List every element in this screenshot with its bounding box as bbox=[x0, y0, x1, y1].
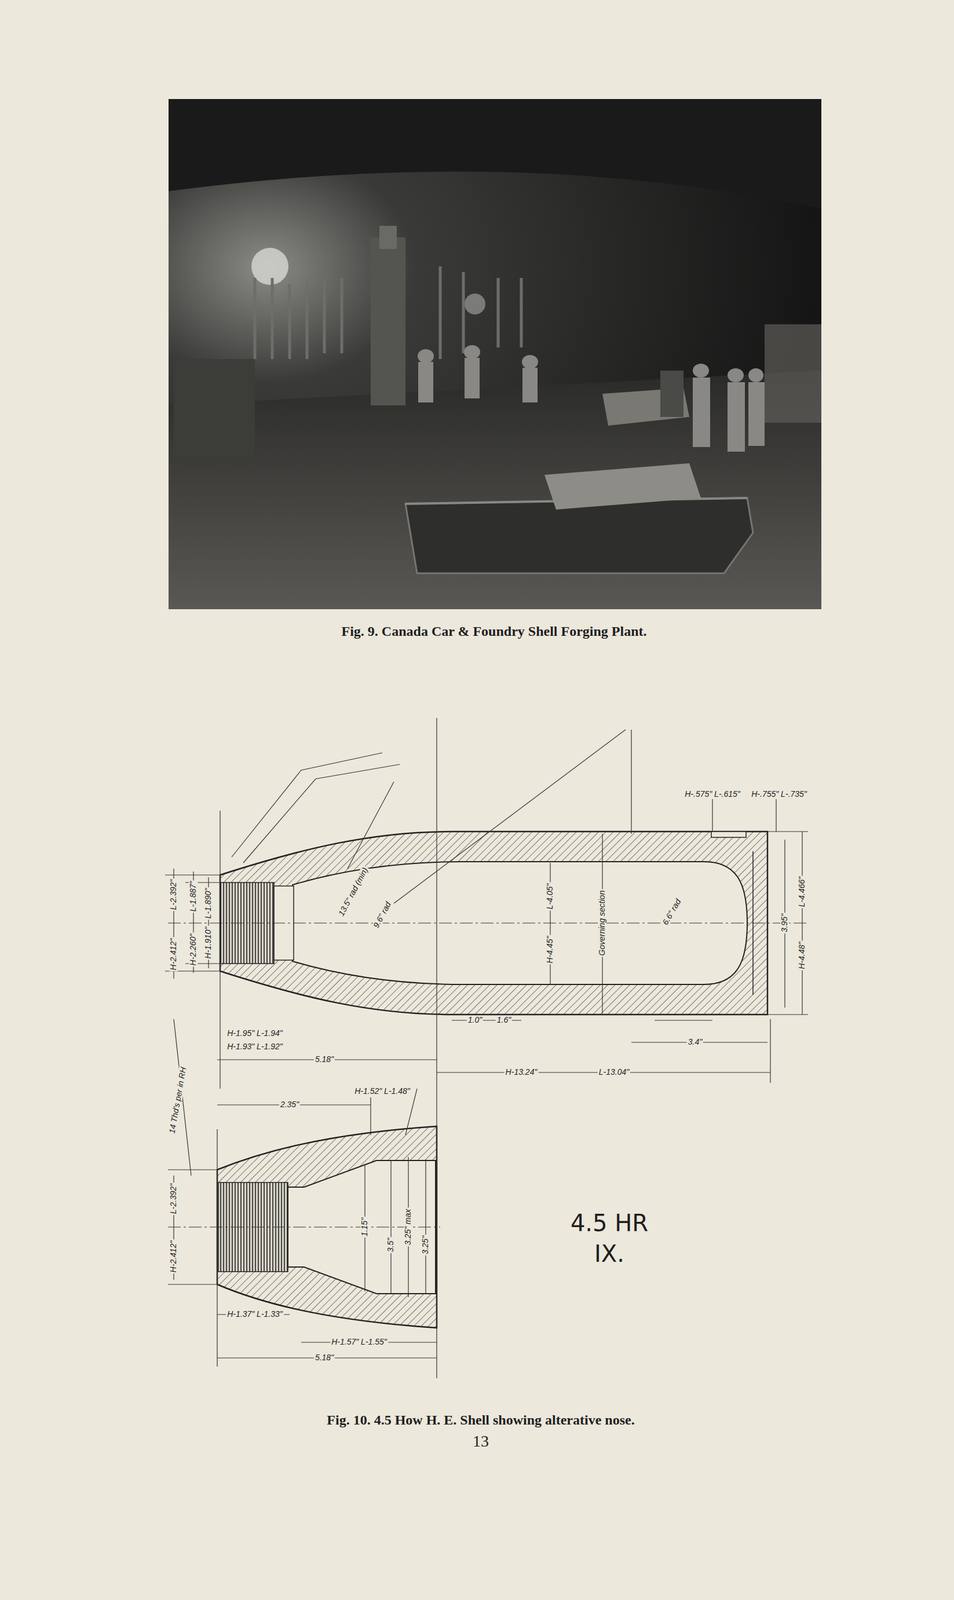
dimension-label: H-4.48" bbox=[797, 941, 807, 971]
dimension-label: H-1.52" L-1.48" bbox=[353, 1087, 412, 1096]
dimension-label: H-2.412" bbox=[169, 937, 178, 972]
forging-plant-photo bbox=[168, 99, 822, 610]
dimension-label: H-1.910" bbox=[203, 926, 213, 961]
dimension-label: H-1.57" L-1.55" bbox=[330, 1338, 389, 1347]
figure-caption: Fig. 9. Canada Car & Foundry Shell Forgi… bbox=[340, 623, 649, 639]
dimension-label: 5.18" bbox=[313, 1055, 335, 1065]
dimension-label: 3.25" bbox=[421, 1234, 430, 1256]
dimension-label: 3.95" bbox=[780, 912, 789, 934]
dimension-label: 5.18" bbox=[313, 1353, 335, 1363]
dimension-label: 14 Thd's per in RH bbox=[167, 1065, 189, 1136]
dimension-label: H-2.260" bbox=[188, 933, 198, 968]
dimension-label: H-1.93" L-1.92" bbox=[225, 1042, 284, 1052]
dimension-label: L-1.890" bbox=[203, 887, 213, 920]
dimension-label: 1.15" bbox=[360, 1216, 369, 1238]
dimension-lines bbox=[165, 718, 809, 1379]
dimension-label: 2.35" bbox=[279, 1100, 301, 1110]
dimension-label: H-.575" L-.615" bbox=[683, 790, 742, 799]
dimension-label: 3.25" max bbox=[403, 1208, 413, 1248]
dimension-label: 1.6" bbox=[495, 1015, 513, 1025]
dimension-label: H-1.37" L-1.33" bbox=[225, 1310, 284, 1319]
alternative-nose-section bbox=[167, 1126, 441, 1329]
dimension-label: L-13.04" bbox=[597, 1068, 631, 1077]
dimension-label: H-2.412" bbox=[169, 1240, 178, 1275]
dimension-label: L-1.887" bbox=[188, 880, 198, 913]
dimension-label: L-2.392" bbox=[169, 1182, 178, 1216]
drawing-mark: IX. bbox=[593, 1241, 626, 1267]
shell-section bbox=[167, 831, 807, 1015]
page-number: 13 bbox=[471, 1433, 491, 1451]
drawing-mark: 4.5 HR bbox=[569, 1210, 650, 1237]
dimension-label: H-.755" L-.735" bbox=[750, 790, 809, 799]
dimension-label: L-2.392" bbox=[169, 878, 178, 912]
dimension-label: Governing section bbox=[597, 889, 607, 958]
dimension-label: 1.0" bbox=[466, 1015, 484, 1025]
figure-caption: Fig. 10. 4.5 How H. E. Shell showing alt… bbox=[325, 1412, 636, 1428]
dimension-label: H-13.24" bbox=[504, 1068, 539, 1077]
dimension-label: 3.4" bbox=[686, 1037, 704, 1047]
dimension-label: L-4.466" bbox=[797, 875, 807, 909]
dimension-label: H-4.45" bbox=[545, 935, 555, 966]
dimension-label: 3.5" bbox=[386, 1237, 396, 1254]
dimension-label: H-1.95" L-1.94" bbox=[225, 1029, 284, 1038]
dimension-label: L-4.05" bbox=[545, 882, 555, 912]
